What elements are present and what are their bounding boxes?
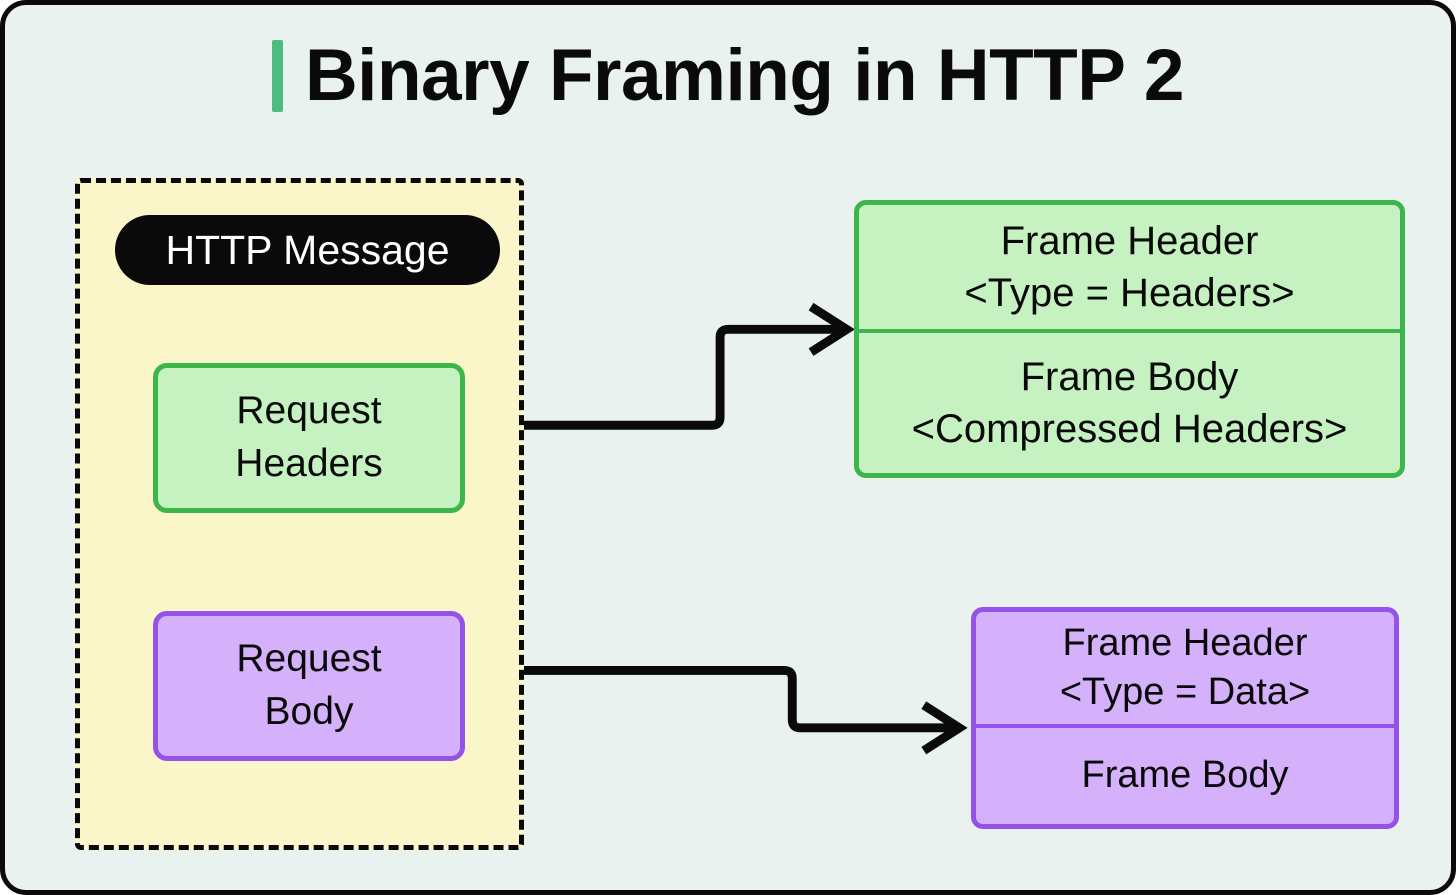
- request-headers-label-line2: Headers: [235, 442, 383, 485]
- title-accent-bar: [271, 39, 283, 112]
- headers-frame-header-cell: Frame Header <Type = Headers>: [859, 205, 1400, 329]
- headers-frame-header-line2: <Type = Headers>: [964, 271, 1295, 315]
- request-body-label-line1: Request: [236, 637, 382, 681]
- headers-frame-body-line2: <Compressed Headers>: [911, 407, 1348, 451]
- request-headers-box[interactable]: Request Headers: [153, 363, 465, 513]
- request-body-label-line2: Body: [264, 690, 354, 733]
- headers-frame-divider: [859, 329, 1400, 333]
- headers-frame-header-line1: Frame Header: [1000, 219, 1259, 263]
- http-message-badge: HTTP Message: [115, 215, 500, 285]
- http-message-group: HTTP Message Request Headers Request Bod…: [75, 178, 524, 850]
- data-connector: [451, 666, 968, 755]
- data-frame-header-line1: Frame Header: [1062, 621, 1308, 664]
- title-text: Binary Framing in HTTP 2: [304, 35, 1185, 116]
- data-frame-divider: [976, 724, 1394, 728]
- request-headers-label-line1: Request: [236, 389, 382, 433]
- headers-frame-box[interactable]: Frame Header <Type = Headers> Frame Body…: [854, 200, 1405, 478]
- arrowhead-icon: [808, 302, 855, 356]
- data-frame-header-cell: Frame Header <Type = Data>: [976, 612, 1394, 724]
- arrowhead-icon: [921, 701, 968, 755]
- request-body-box[interactable]: Request Body: [153, 611, 465, 761]
- page-title: Binary Framing in HTTP 2: [5, 39, 1451, 112]
- data-frame-body-line1: Frame Body: [1081, 754, 1289, 797]
- data-frame-box[interactable]: Frame Header <Type = Data> Frame Body: [971, 607, 1399, 829]
- headers-frame-body-cell: Frame Body <Compressed Headers>: [859, 333, 1400, 473]
- http-message-badge-label: HTTP Message: [165, 226, 450, 273]
- headers-frame-body-line1: Frame Body: [1020, 355, 1239, 399]
- data-frame-body-cell: Frame Body: [976, 728, 1394, 824]
- data-frame-header-line2: <Type = Data>: [1059, 671, 1311, 713]
